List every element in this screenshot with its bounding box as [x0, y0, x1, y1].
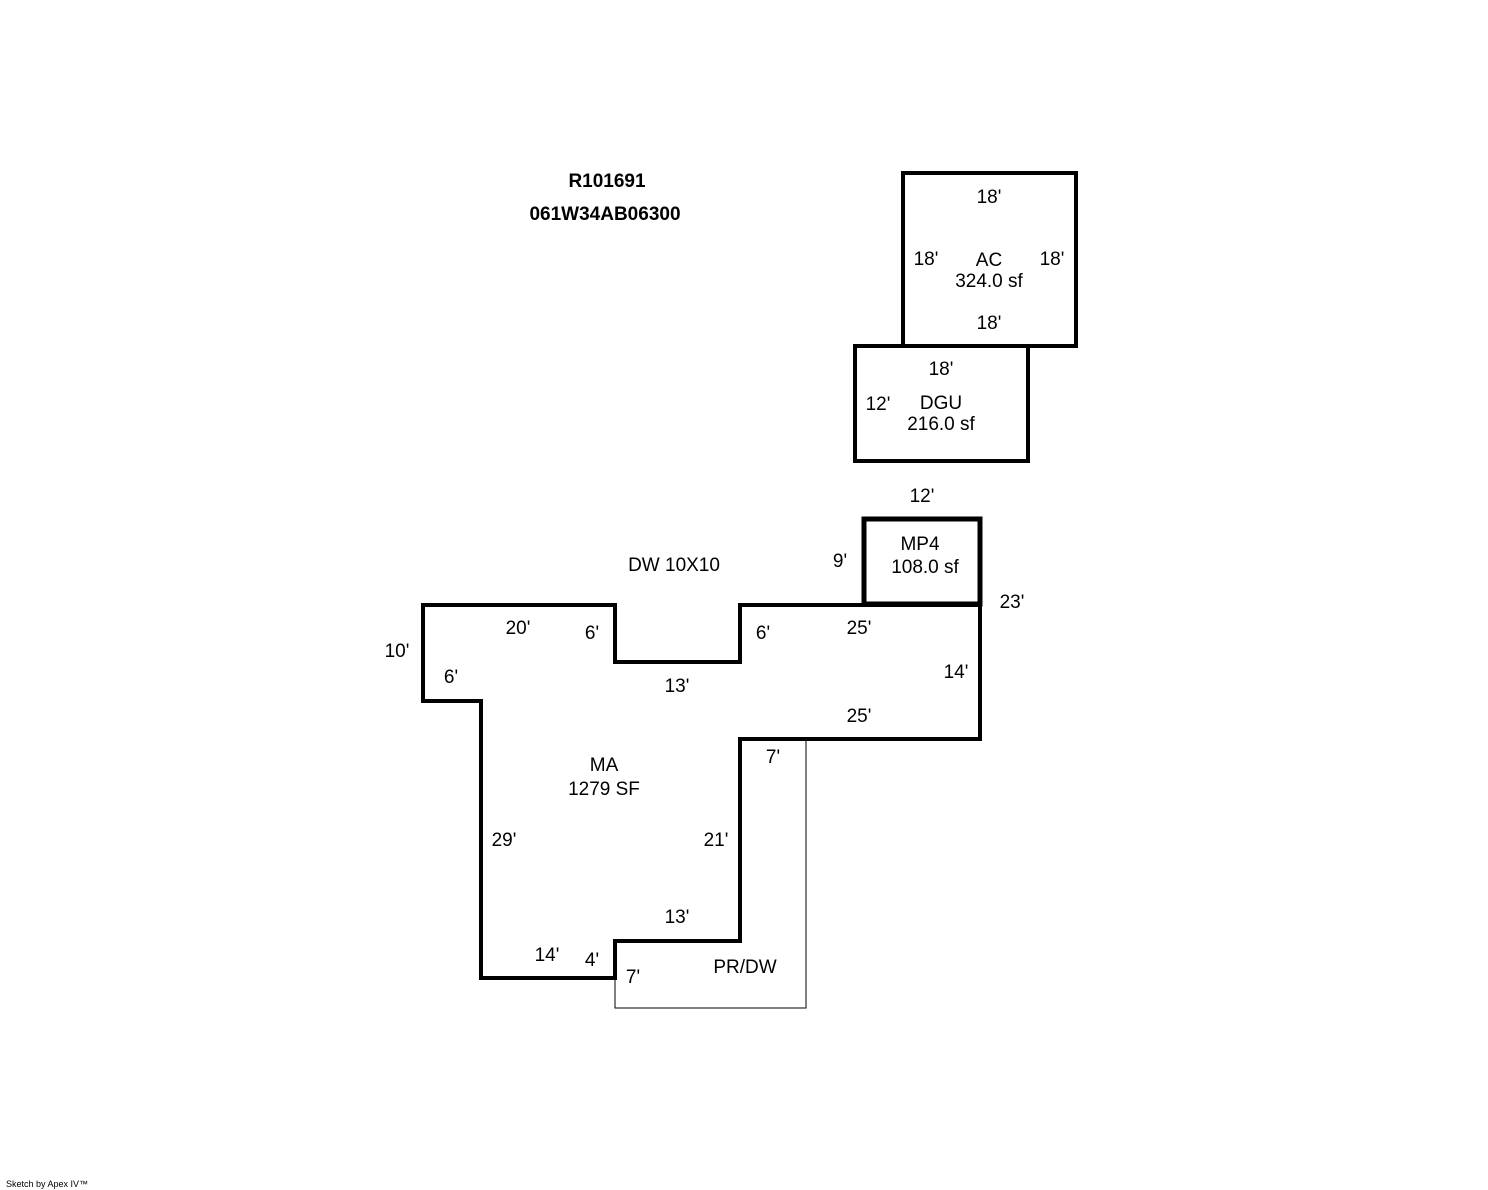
- dgu-code: DGU: [920, 393, 962, 414]
- ma-dim-notch-left: 6': [585, 623, 599, 644]
- ac-dim-right: 18': [1040, 249, 1065, 270]
- ma-dim-top-left: 20': [506, 618, 531, 639]
- ac-dim-bottom: 18': [977, 313, 1002, 334]
- ma-dim-notch-right: 6': [756, 623, 770, 644]
- ma-dim-right: 14': [944, 662, 969, 683]
- prdw-outline: [614, 738, 807, 1009]
- ma-dim-left-long: 29': [492, 830, 517, 851]
- ma-dim-bottom-left: 14': [535, 945, 560, 966]
- dw-note: DW 10X10: [628, 555, 720, 576]
- ac-dim-top: 18': [977, 187, 1002, 208]
- ma-dim-bottom-right: 25': [847, 706, 872, 727]
- ma-dim-left-step: 6': [444, 667, 458, 688]
- dgu-dim-top: 18': [929, 359, 954, 380]
- mp4-dim-top: 12': [910, 486, 935, 507]
- ma-outline: [421, 603, 982, 980]
- ma-dim-top-right: 25': [847, 618, 872, 639]
- ma-dim-bottom-step: 4': [585, 950, 599, 971]
- mp4-area: 108.0 sf: [891, 557, 959, 578]
- ma-area: 1279 SF: [568, 779, 640, 800]
- account-id: R101691: [568, 171, 646, 192]
- mp4-code: MP4: [900, 534, 940, 555]
- ma-dim-inner-bottom: 13': [665, 907, 690, 928]
- ma-code: MA: [590, 755, 619, 776]
- sketch-credit: Sketch by Apex IV™: [6, 1179, 88, 1189]
- map-tax-lot: 061W34AB06300: [529, 204, 680, 225]
- dgu-area: 216.0 sf: [907, 414, 975, 435]
- dgu-outline: [853, 344, 1030, 463]
- ma-dim-inner-vertical: 21': [704, 830, 729, 851]
- ac-dim-left: 18': [914, 249, 939, 270]
- ac-area: 324.0 sf: [955, 271, 1023, 292]
- mp4-dim-left: 9': [833, 551, 847, 572]
- prdw-label: PR/DW: [713, 957, 776, 978]
- prdw-dim-left: 7': [626, 967, 640, 988]
- ma-dim-inner-corner: 7': [766, 747, 780, 768]
- ac-code: AC: [976, 250, 1002, 271]
- dgu-dim-left: 12': [866, 394, 891, 415]
- mp4-dim-right: 23': [1000, 592, 1025, 613]
- ma-dim-notch-bottom: 13': [665, 676, 690, 697]
- ma-dim-left-outer: 10': [385, 641, 410, 662]
